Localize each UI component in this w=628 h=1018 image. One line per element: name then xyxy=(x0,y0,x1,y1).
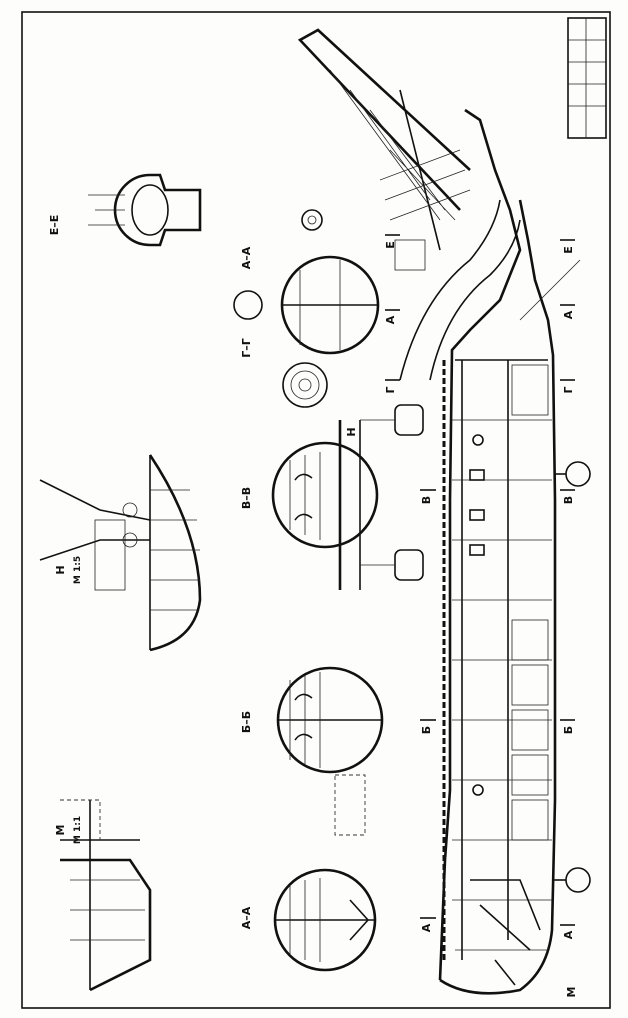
section-aa-front-view xyxy=(273,868,377,972)
detail-scale-n: М 1:5 xyxy=(73,556,83,584)
detail-n-view xyxy=(39,454,202,652)
title-block xyxy=(567,17,607,139)
tail-fin xyxy=(297,28,471,271)
section-label-vv: В–В xyxy=(240,487,253,509)
cut-marker-e1: Е xyxy=(384,241,397,249)
detail-label-m: М xyxy=(54,825,67,836)
cut-marker-b1: Б xyxy=(420,726,433,734)
section-label-gg: Г–Г xyxy=(240,338,253,358)
fuselage-side-view xyxy=(297,28,591,995)
cut-marker-a4: А xyxy=(562,930,575,939)
cut-marker-e2: Е xyxy=(562,246,575,254)
section-aa-gg-view xyxy=(233,209,380,408)
section-ee-view xyxy=(88,173,202,247)
section-vv-view xyxy=(271,404,424,590)
sheet-frame xyxy=(21,11,611,1009)
section-label-ee: Е–Е xyxy=(48,215,61,236)
cut-marker-a3: А xyxy=(420,923,433,932)
section-label-aa-bottom: А–А xyxy=(240,906,253,929)
cut-marker-v2: В xyxy=(562,496,575,504)
section-label-bb: Б–Б xyxy=(240,711,253,733)
cut-marker-g1: Г xyxy=(384,386,397,393)
cut-marker-a1: А xyxy=(384,315,397,324)
detail-scale-m: М 1:1 xyxy=(73,816,83,844)
cut-marker-m: М xyxy=(565,987,578,998)
cut-marker-a2: А xyxy=(562,310,575,319)
section-label-aa-top: А–А xyxy=(240,246,253,269)
cut-marker-h: Н xyxy=(345,427,358,436)
cut-marker-v1: В xyxy=(420,496,433,504)
landing-gear xyxy=(552,461,591,893)
cut-marker-ticks xyxy=(385,234,575,926)
detail-label-n: Н xyxy=(54,565,67,574)
section-bb-view xyxy=(276,666,384,836)
cut-marker-g2: Г xyxy=(562,386,575,393)
detail-m-view xyxy=(60,799,152,992)
cut-marker-b2: Б xyxy=(562,726,575,734)
